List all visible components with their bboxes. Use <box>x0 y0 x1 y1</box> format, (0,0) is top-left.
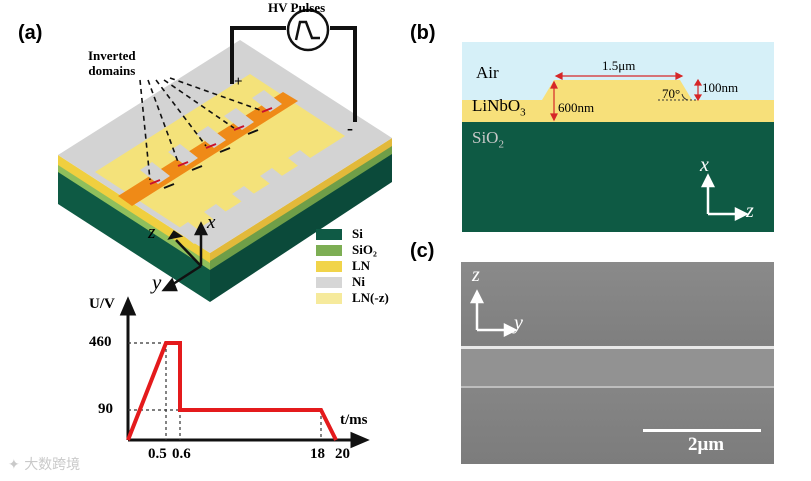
watermark-logo-icon: ✦ <box>8 457 20 473</box>
linbo3-label: LiNbO3 <box>472 96 526 118</box>
legend-sio2: SiO₂ <box>316 242 389 258</box>
ridge <box>542 80 692 100</box>
inverted-label-line2: domains <box>88 63 136 78</box>
legend-sio2-swatch <box>316 244 342 256</box>
c-axis-y-label: y <box>514 312 523 334</box>
sio2-label: SiO2 <box>472 128 504 150</box>
panel-b-label: (b) <box>410 22 436 44</box>
panel-a-label: (a) <box>18 22 43 44</box>
legend-si-swatch <box>316 228 342 240</box>
ridge-width-label: 1.5μm <box>602 58 636 73</box>
watermark: ✦ 大数跨境 <box>8 454 80 474</box>
plot-ylabel: U/V <box>89 296 115 312</box>
pulse-waveform-plot <box>119 296 370 449</box>
air-label: Air <box>476 63 499 82</box>
minus-terminal: - <box>347 118 353 138</box>
legend-ln: LN <box>316 258 389 274</box>
linbo3-subscript: 3 <box>520 106 526 119</box>
plot-xlabel: t/ms <box>340 412 368 428</box>
ytick-460: 460 <box>89 334 112 350</box>
inverted-domains-label: Inverted domains <box>88 48 136 78</box>
b-axis-x-label: x <box>700 154 709 176</box>
legend-ln-swatch <box>316 260 342 272</box>
plus-terminal: + <box>234 74 243 90</box>
legend-sio2-label: SiO₂ <box>352 242 377 257</box>
inverted-label-line1: Inverted <box>88 48 136 63</box>
film-thickness-label: 600nm <box>558 100 595 115</box>
axis-z-label: z <box>148 222 156 243</box>
legend-ln-neg-z-label: LN(-z) <box>352 290 389 305</box>
waveguide-body <box>461 349 774 386</box>
hv-pulses-label: HV Pulses <box>268 0 326 15</box>
sio2-text: SiO <box>472 128 499 147</box>
xtick-18: 18 <box>310 446 325 462</box>
sem-axes-icon <box>469 289 518 338</box>
waveguide-upper-edge <box>461 346 774 349</box>
xtick-20: 20 <box>335 446 350 462</box>
linbo3-text: LiNbO <box>472 96 521 115</box>
pulse-waveform-line <box>126 341 338 441</box>
sidewall-angle-label: 70° <box>662 86 681 101</box>
legend-ni-label: Ni <box>352 274 365 289</box>
sio2-layer <box>58 163 210 270</box>
xtick-0.5: 0.5 <box>148 446 167 462</box>
b-axis-z-label: z <box>746 200 754 222</box>
xtick-0.6: 0.6 <box>172 446 191 462</box>
watermark-text: 大数跨境 <box>24 457 81 473</box>
legend-ln-neg-z-swatch <box>316 292 342 304</box>
legend-ln-neg-z: LN(-z) <box>316 290 389 306</box>
sem-image <box>461 262 774 464</box>
cross-section-diagram <box>462 42 774 232</box>
sio2-subscript: 2 <box>498 138 504 151</box>
legend-si: Si <box>316 226 389 242</box>
ridge-height-label: 100nm <box>702 80 739 95</box>
legend-ln-label: LN <box>352 258 371 273</box>
device-schematic <box>58 8 392 302</box>
linbo3-film <box>462 100 774 122</box>
legend-ni-swatch <box>316 276 342 288</box>
legend-si-label: Si <box>352 226 363 241</box>
scale-bar <box>643 429 761 432</box>
c-axis-z-label: z <box>472 264 480 286</box>
axis-x-label: x <box>207 212 216 233</box>
material-legend: Si SiO₂ LN Ni LN(-z) <box>316 226 389 306</box>
waveguide-lower-edge <box>461 386 774 388</box>
ytick-90: 90 <box>98 401 113 417</box>
axis-y-label: y <box>152 270 162 294</box>
legend-ni: Ni <box>316 274 389 290</box>
scale-bar-label: 2μm <box>688 434 725 455</box>
panel-c-label: (c) <box>410 240 435 262</box>
si-layer <box>58 170 210 302</box>
